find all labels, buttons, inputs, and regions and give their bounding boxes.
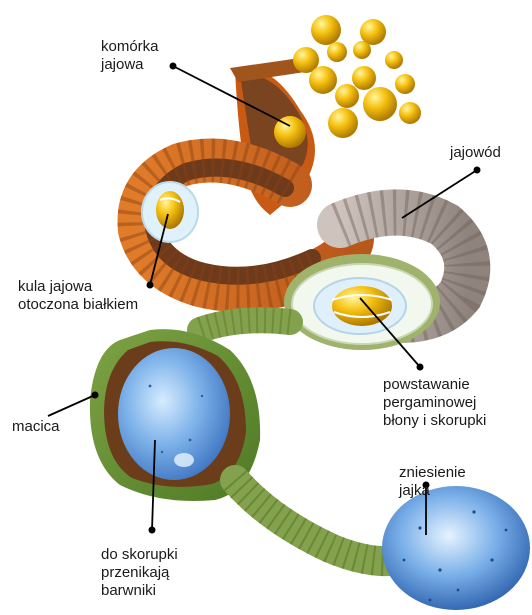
label-yolk-ball: kula jajowa otoczona białkiem [18, 278, 138, 314]
laid-egg [382, 486, 530, 610]
label-membrane-shell: powstawanie pergaminowej błony i skorupk… [383, 376, 486, 430]
isthmus-segment [284, 254, 440, 350]
label-pigments: do skorupki przenikają barwniki [101, 546, 178, 600]
label-laying: zniesienie jajka [399, 464, 466, 500]
label-uterus: macica [12, 418, 60, 436]
yolk-ball-in-albumen [142, 182, 198, 242]
leader-uterus [48, 395, 95, 416]
cloaca-tube [235, 480, 400, 561]
connecting-tube [200, 320, 290, 330]
yolk-cluster [274, 15, 421, 148]
label-oviduct: jajowód [450, 144, 501, 162]
label-egg-cell: komórka jajowa [101, 38, 159, 74]
